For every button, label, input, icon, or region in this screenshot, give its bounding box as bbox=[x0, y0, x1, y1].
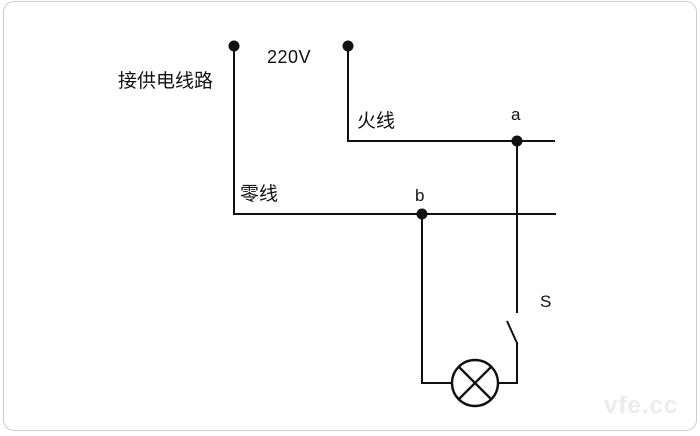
neutral-wire-line bbox=[233, 46, 556, 215]
watermark: vfe.cc bbox=[604, 392, 679, 419]
voltage-label: 220V bbox=[267, 47, 312, 67]
supply-line-label: 接供电线路 bbox=[118, 71, 214, 92]
junction-b-dot bbox=[416, 208, 428, 220]
neutral-wire-label: 零线 bbox=[240, 184, 279, 205]
point-a-label: a bbox=[511, 105, 521, 124]
supply-terminal-right-dot bbox=[342, 40, 354, 52]
point-b-label: b bbox=[415, 186, 425, 205]
live-wire-label: 火线 bbox=[357, 111, 396, 132]
supply-terminal-left-dot bbox=[228, 40, 240, 52]
lamp-icon bbox=[450, 358, 500, 408]
switch-branch-lower-line bbox=[498, 342, 518, 384]
switch-label: S bbox=[540, 292, 552, 311]
switch-blade-icon bbox=[506, 320, 518, 343]
junction-a-dot bbox=[511, 135, 523, 147]
lamp-branch-line bbox=[421, 214, 452, 384]
